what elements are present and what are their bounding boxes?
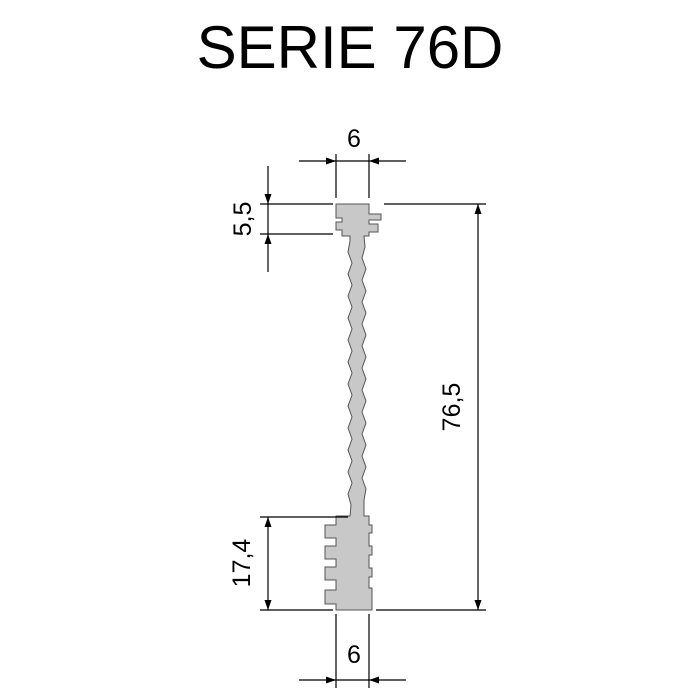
bottom-height-dimension: 17,4 xyxy=(228,516,348,611)
total-height-label: 76,5 xyxy=(438,383,466,432)
top-height-dimension: 5,5 xyxy=(229,166,333,272)
top-width-label: 6 xyxy=(347,125,361,153)
page-title: SERIE 76D xyxy=(196,14,504,81)
top-width-dimension: 6 xyxy=(299,125,406,198)
profile-shape xyxy=(324,203,382,611)
total-height-dimension: 76,5 xyxy=(376,203,486,611)
bottom-height-label: 17,4 xyxy=(228,539,256,588)
bottom-width-dimension: 6 xyxy=(299,614,406,688)
top-height-label: 5,5 xyxy=(229,202,257,237)
bottom-width-label: 6 xyxy=(347,641,361,669)
